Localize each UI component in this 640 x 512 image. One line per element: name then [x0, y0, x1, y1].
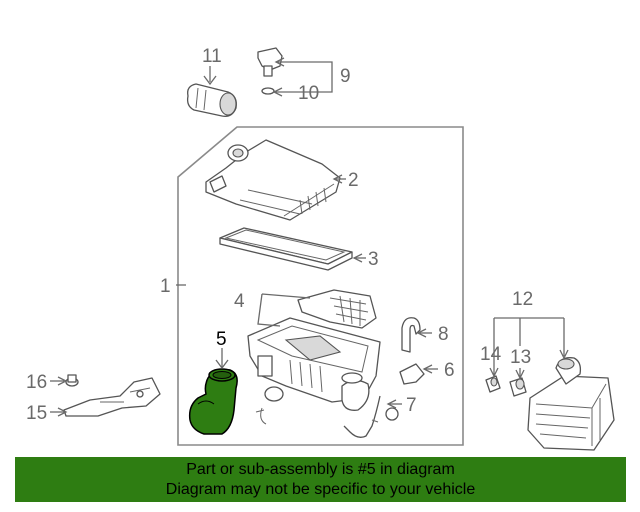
callout-14: 14: [480, 344, 502, 365]
callout-8: 8: [438, 324, 449, 345]
callout-12: 12: [512, 289, 533, 310]
banner-line-2: Diagram may not be specific to your vehi…: [165, 480, 476, 498]
part-7-drain-hose[interactable]: [343, 395, 399, 438]
callout-9: 9: [340, 66, 351, 87]
part-14-clamp[interactable]: [485, 375, 501, 393]
callout-7: 7: [406, 395, 417, 416]
part-16-grommet[interactable]: [65, 374, 79, 387]
part-3-air-filter[interactable]: [219, 227, 353, 271]
part-13-clamp[interactable]: [509, 377, 527, 397]
assembly-frame: [177, 126, 464, 446]
part-10-o-ring[interactable]: [261, 87, 275, 95]
callout-6: 6: [444, 360, 455, 381]
callout-11: 11: [202, 46, 222, 67]
part-8-hose[interactable]: [401, 317, 421, 353]
callout-16: 16: [26, 372, 47, 393]
part-1-air-cleaner-case[interactable]: [247, 317, 381, 425]
part-5-intake-hose[interactable]: [188, 368, 238, 435]
callout-15: 15: [26, 403, 47, 424]
part-11-airflow-sensor[interactable]: [186, 83, 237, 117]
callout-2: 2: [348, 170, 359, 191]
callout-4: 4: [234, 291, 245, 312]
banner-line-1: Part or sub-assembly is #5 in diagram: [186, 460, 455, 478]
part-12-resonator[interactable]: [527, 357, 615, 451]
part-4-inlet-duct[interactable]: [297, 289, 377, 329]
info-banner: Part or sub-assembly is #5 in diagram Di…: [15, 457, 626, 502]
part-9-sensor[interactable]: [257, 47, 283, 77]
callout-3: 3: [368, 249, 379, 270]
part-6-sensor[interactable]: [399, 363, 425, 385]
callout-13: 13: [510, 347, 531, 368]
callout-5: 5: [216, 329, 227, 350]
part-15-bracket[interactable]: [63, 377, 161, 417]
callout-1: 1: [160, 276, 171, 297]
part-2-air-cleaner-cover[interactable]: [205, 139, 341, 221]
leader-lines: [50, 57, 569, 417]
callout-10: 10: [298, 83, 319, 104]
